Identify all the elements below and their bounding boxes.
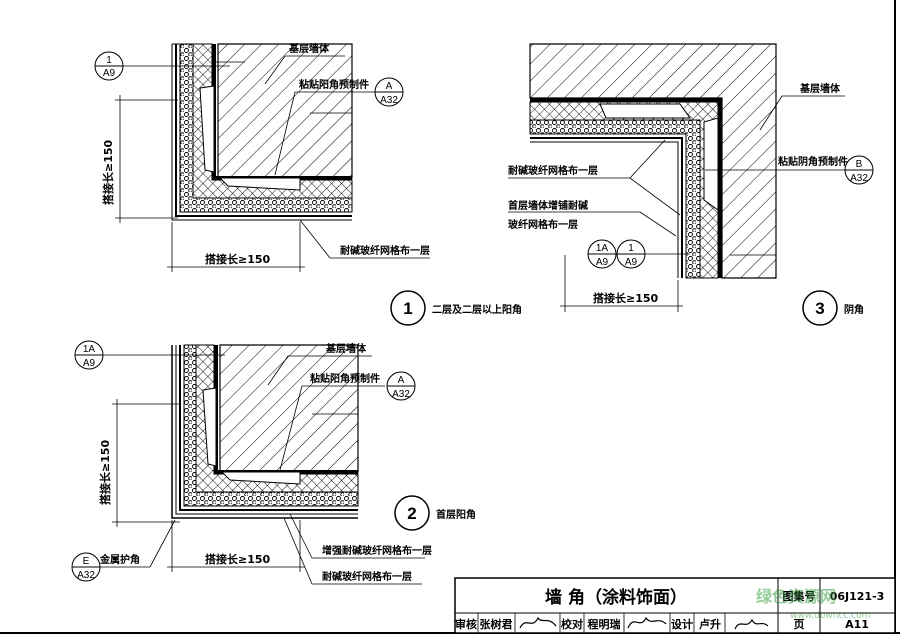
designer-name: 卢升 (699, 617, 721, 631)
sheet-title: 墙 角（涂料饰面） (545, 587, 687, 608)
detail1-base-wall (217, 43, 353, 179)
svg-text:A9: A9 (625, 257, 638, 268)
detail3-label-mesh-first-2: 玻纤网格布一层 (508, 218, 578, 231)
check-label: 校对 (561, 617, 583, 631)
detail1-lap-vertical: 搭接长≥150 (101, 139, 115, 205)
detail-2: 1A A9 基层墙体 粘贴阳角预制件 A A32 搭接长≥150 搭接长≥150… (71, 340, 476, 585)
detail2-ref-top: 1A A9 (74, 340, 225, 370)
svg-text:B: B (856, 159, 863, 170)
detail3-label-base-wall: 基层墙体 (799, 82, 841, 95)
svg-text:A9: A9 (596, 257, 609, 268)
detail1-ref-top: 1 A9 (94, 51, 230, 81)
detail3-ref-a: 1A A9 (587, 239, 617, 269)
detail3-label-mesh-first-1: 首层墙体增铺耐碱 (508, 199, 588, 212)
detail2-ref-right: A A32 (386, 371, 416, 401)
detail-1: 1 A9 基层墙体 粘贴阳角预制件 A A32 搭接长≥150 搭接长≥150 … (94, 42, 522, 326)
checker-name: 程明瑞 (588, 617, 621, 631)
detail2-label-guard: 金属护角 (99, 553, 140, 566)
svg-text:A32: A32 (380, 95, 398, 106)
svg-text:A: A (398, 375, 405, 386)
detail3-lap-horizontal: 搭接长≥150 (593, 291, 659, 305)
detail3-caption: 阴角 (844, 303, 864, 316)
detail2-number-circle (394, 495, 430, 531)
atlas-number: 06J121-3 (830, 590, 885, 603)
svg-text:3: 3 (815, 299, 824, 318)
detail1-caption: 二层及二层以上阳角 (432, 303, 522, 316)
svg-text:1: 1 (106, 55, 112, 66)
designer-signature (734, 618, 769, 630)
svg-text:www.downcc.com: www.downcc.com (790, 611, 870, 621)
detail1-label-corner-piece: 粘贴阳角预制件 (299, 78, 369, 91)
svg-text:A9: A9 (83, 358, 96, 369)
reviewer-signature (519, 616, 557, 629)
page-number: A11 (845, 618, 869, 631)
detail1-number-circle (390, 290, 426, 326)
detail2-label-base-wall: 基层墙体 (325, 342, 367, 355)
detail3-label-mesh: 耐碱玻纤网格布一层 (508, 164, 598, 177)
atlas-label: 图集号 (783, 589, 816, 603)
page-label: 页 (794, 618, 805, 631)
design-label: 设计 (671, 617, 693, 631)
svg-text:1A: 1A (596, 243, 609, 254)
detail3-ref-b: 1 A9 (616, 239, 646, 269)
detail2-label-corner-piece: 粘贴阳角预制件 (310, 372, 380, 385)
detail2-caption: 首层阳角 (436, 508, 476, 521)
detail2-ref-guard: E A32 (71, 552, 101, 582)
checker-signature (627, 616, 667, 629)
svg-text:A9: A9 (103, 68, 116, 79)
svg-text:A: A (386, 81, 393, 92)
reviewer-name: 张树君 (480, 617, 513, 631)
detail1-ref-right: A A32 (374, 77, 404, 107)
svg-text:A32: A32 (850, 173, 868, 184)
detail2-label-mesh: 耐碱玻纤网格布一层 (322, 570, 412, 583)
watermark: 绿色资源网 www.downcc.com (756, 587, 870, 621)
svg-text:2: 2 (407, 504, 416, 523)
detail2-base-wall (219, 344, 359, 473)
detail2-lap-horizontal: 搭接长≥150 (205, 552, 271, 566)
detail1-label-mesh: 耐碱玻纤网格布一层 (340, 244, 430, 257)
detail2-label-mesh-reinforced: 增强耐碱玻纤网格布一层 (322, 544, 432, 557)
detail3-label-corner-piece: 粘贴阴角预制件 (778, 155, 848, 168)
svg-text:1: 1 (403, 299, 412, 318)
detail2-lap-vertical: 搭接长≥150 (98, 439, 112, 505)
detail-3: 基层墙体 粘贴阴角预制件 B A32 耐碱玻纤网格布一层 首层墙体增铺耐碱 玻纤… (508, 43, 874, 326)
svg-text:E: E (83, 556, 90, 567)
review-label: 审核 (455, 617, 477, 631)
detail1-label-base-wall: 基层墙体 (288, 42, 330, 55)
title-block: 墙 角（涂料饰面） 图集号 06J121-3 审核 张树君 校对 程明瑞 设计 … (454, 577, 896, 634)
detail3-number-circle (802, 290, 838, 326)
svg-text:A32: A32 (392, 389, 410, 400)
detail1-lap-horizontal: 搭接长≥150 (205, 252, 271, 266)
svg-text:1: 1 (628, 243, 634, 254)
svg-text:1A: 1A (83, 344, 96, 355)
svg-text:A32: A32 (77, 570, 95, 581)
svg-text:绿色资源网: 绿色资源网 (756, 587, 836, 606)
detail3-ref-right: B A32 (844, 155, 874, 185)
